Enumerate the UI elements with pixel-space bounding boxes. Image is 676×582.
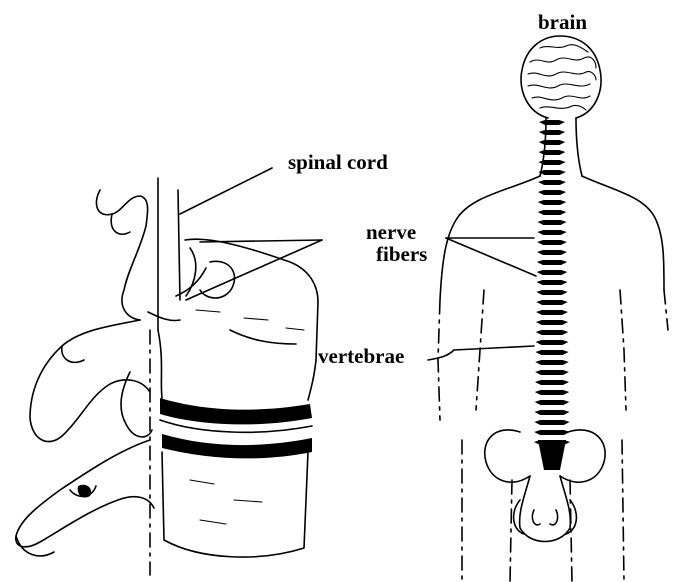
spine-vertebra <box>536 340 569 345</box>
spine-vertebra <box>538 170 566 175</box>
spine-vertebra <box>538 180 566 185</box>
spine-vertebra <box>536 310 568 315</box>
sacrum <box>538 440 566 470</box>
lower-vertebra-body <box>162 452 308 557</box>
spine-vertebra <box>536 300 568 305</box>
label-fibers: fibers <box>376 244 427 265</box>
left-leg-inner <box>510 480 512 582</box>
intervertebral-disc-top <box>160 398 312 424</box>
upper-process <box>96 190 147 320</box>
label-spinal-cord: spinal cord <box>288 152 388 173</box>
spine-vertebra <box>537 250 567 255</box>
spine-vertebra <box>537 240 567 245</box>
vertebra-body-left <box>158 330 162 398</box>
spine-vertebra <box>536 320 568 325</box>
vertebra-body-texture <box>196 310 304 330</box>
spine-vertebra <box>535 380 569 385</box>
spine-vertebra <box>535 390 569 395</box>
spine-vertebra <box>539 150 566 155</box>
spine-vertebra <box>537 220 566 225</box>
leader-nerve-fibers-right-b <box>446 238 536 276</box>
leader-spinal-cord <box>180 168 272 214</box>
spine-vertebra <box>539 140 566 145</box>
spine-vertebra <box>538 200 567 205</box>
pelvis-right-wing <box>560 430 605 482</box>
spine-vertebra <box>536 330 569 335</box>
spine-vertebra <box>539 120 565 125</box>
leader-nerve-fibers-left-b <box>186 240 322 300</box>
spine-vertebra <box>538 190 566 195</box>
spine-vertebra <box>537 280 568 285</box>
lower-vertebra-texture <box>190 480 262 524</box>
posterior-process-upper <box>30 320 150 442</box>
spine-vertebra <box>537 260 567 265</box>
spine-vertebra <box>534 430 570 435</box>
spine-column <box>534 120 570 470</box>
right-shoulder <box>582 176 664 290</box>
left-arm-outer <box>438 300 440 420</box>
vertebra-body-right <box>308 302 318 400</box>
leader-nerve-fibers-left-a <box>200 240 322 242</box>
label-vertebrae: vertebrae <box>318 346 404 367</box>
head-outline <box>521 36 601 118</box>
neck-left <box>540 118 546 176</box>
vertebra-body-shading <box>230 330 296 344</box>
right-torso-side <box>620 290 626 410</box>
left-torso-side <box>476 290 484 410</box>
neck-right <box>576 118 582 176</box>
label-nerve: nerve <box>366 222 416 243</box>
spine-vertebra <box>537 270 568 275</box>
spine-vertebra <box>534 410 569 415</box>
human-figure-illustration <box>438 36 668 582</box>
pelvis-left-wing <box>485 430 530 482</box>
spine-vertebra <box>539 130 565 135</box>
right-arm-outer <box>664 290 668 330</box>
vertebra-illustration <box>16 178 318 575</box>
pelvis-basin <box>520 476 571 542</box>
pelvis-foramen <box>532 510 557 525</box>
spine-vertebra <box>534 420 569 425</box>
label-brain: brain <box>538 12 587 33</box>
spine-vertebra <box>537 230 566 235</box>
nerve-root-lower <box>148 312 180 321</box>
brain-texture <box>528 45 596 110</box>
spine-vertebra <box>535 360 569 365</box>
vertebra-body-ring <box>200 261 235 298</box>
spine-vertebra <box>535 350 568 355</box>
spine-vertebra <box>538 210 567 215</box>
spine-vertebra <box>536 290 567 295</box>
intervertebral-disc-bottom <box>162 434 312 458</box>
spine-vertebra <box>535 400 570 405</box>
upper-process-detail <box>111 214 130 234</box>
posterior-process-detail <box>62 346 84 362</box>
spine-vertebra <box>535 370 569 375</box>
spinal-cord-edge-right <box>178 190 180 300</box>
leader-vertebrae <box>428 346 534 360</box>
right-leg-outer <box>622 440 624 582</box>
